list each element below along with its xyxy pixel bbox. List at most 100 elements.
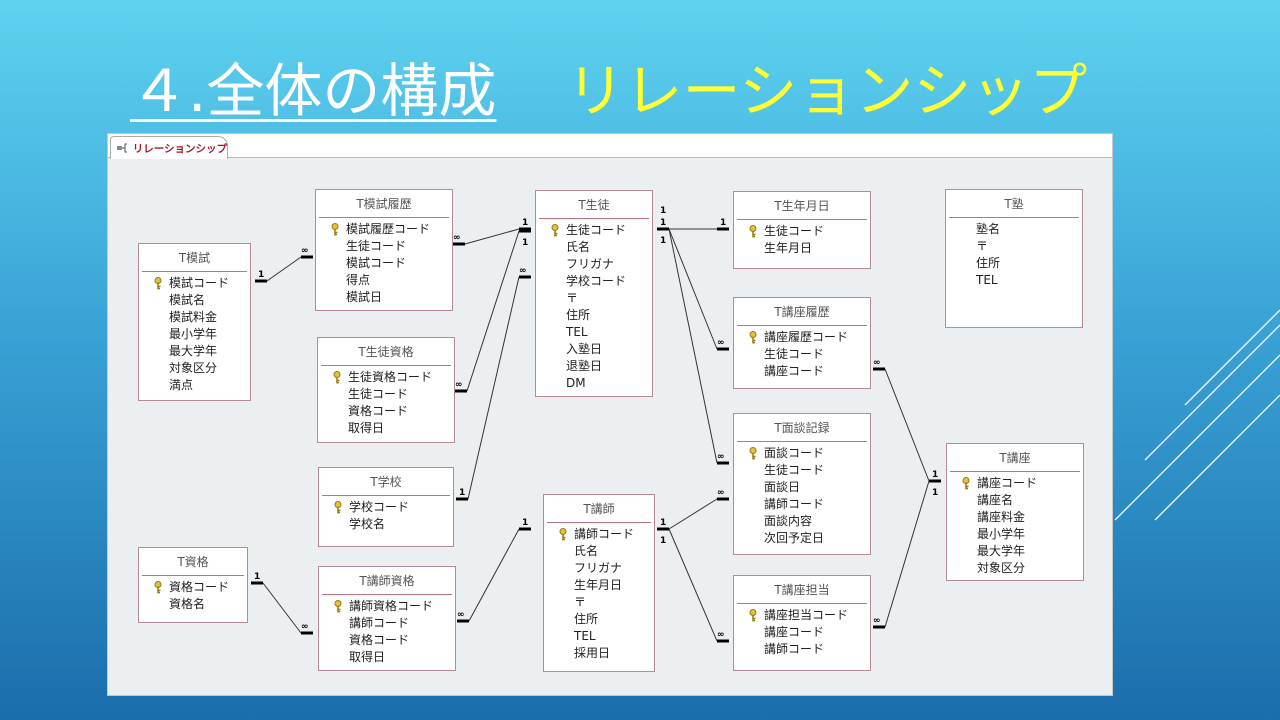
field-row[interactable]: 学校コード — [536, 273, 652, 290]
table-title[interactable]: T模試履歴 — [319, 190, 449, 218]
field-row[interactable]: 講座料金 — [947, 509, 1083, 526]
field-row[interactable]: 生徒資格コード — [318, 369, 454, 386]
field-row[interactable]: 生年月日 — [734, 240, 870, 257]
table-T学校[interactable]: T学校学校コード学校名 — [318, 467, 454, 547]
field-row[interactable]: 講座コード — [734, 624, 870, 641]
field-row[interactable]: 学校名 — [319, 516, 453, 533]
field-row[interactable]: 資格コード — [318, 403, 454, 420]
field-row[interactable]: 模試料金 — [139, 309, 250, 326]
relation-T生徒-T模試履歴[interactable]: 1∞ — [453, 218, 531, 246]
field-row[interactable]: 講座コード — [734, 363, 870, 380]
relation-T学校-T生徒[interactable]: 1∞ — [456, 266, 531, 501]
table-T模試履歴[interactable]: T模試履歴模試履歴コード生徒コード模試コード得点模試日 — [315, 189, 453, 311]
field-row[interactable]: 〒 — [536, 290, 652, 307]
field-row[interactable]: 対象区分 — [139, 360, 250, 377]
field-row[interactable]: 面談コード — [734, 445, 870, 462]
field-row[interactable]: 対象区分 — [947, 560, 1083, 577]
table-T模試[interactable]: T模試模試コード模試名模試料金最小学年最大学年対象区分満点 — [138, 243, 251, 401]
table-title[interactable]: T学校 — [322, 468, 450, 496]
field-row[interactable]: 模試コード — [139, 275, 250, 292]
field-row[interactable]: 講師コード — [319, 615, 455, 632]
table-T生年月日[interactable]: T生年月日生徒コード生年月日 — [733, 191, 871, 269]
table-title[interactable]: T講座履歴 — [737, 298, 867, 326]
relation-T資格-T講師資格[interactable]: 1∞ — [251, 572, 313, 635]
field-row[interactable]: 講座履歴コード — [734, 329, 870, 346]
field-row[interactable]: 資格名 — [139, 596, 247, 613]
relation-T生徒-T生徒資格[interactable]: 1∞ — [455, 229, 531, 393]
table-title[interactable]: T生徒 — [539, 191, 649, 219]
relation-T講師-T講師資格[interactable]: 1∞ — [457, 518, 531, 623]
field-row[interactable]: 講師コード — [544, 526, 654, 543]
tab-relationships[interactable]: リレーションシップ — [110, 136, 228, 159]
table-T講座[interactable]: T講座講座コード講座名講座料金最小学年最大学年対象区分 — [946, 443, 1084, 581]
relation-T講座-T講座担当[interactable]: 1∞ — [873, 479, 941, 629]
table-title[interactable]: T講座 — [950, 444, 1080, 472]
field-row[interactable]: 学校コード — [319, 499, 453, 516]
field-row[interactable]: 取得日 — [318, 420, 454, 437]
field-row[interactable]: 模試コード — [316, 255, 452, 272]
table-title[interactable]: T面談記録 — [737, 414, 867, 442]
field-row[interactable]: 最小学年 — [947, 526, 1083, 543]
table-title[interactable]: T資格 — [142, 548, 244, 576]
field-row[interactable]: 模試名 — [139, 292, 250, 309]
field-row[interactable]: 〒 — [544, 594, 654, 611]
field-row[interactable]: 生徒コード — [734, 462, 870, 479]
field-row[interactable]: 生徒コード — [536, 222, 652, 239]
table-title[interactable]: T生徒資格 — [321, 338, 451, 366]
field-row[interactable]: 最大学年 — [947, 543, 1083, 560]
field-row[interactable]: TEL — [544, 628, 654, 645]
field-row[interactable]: 面談内容 — [734, 513, 870, 530]
field-row[interactable]: 生徒コード — [734, 223, 870, 240]
table-title[interactable]: T模試 — [142, 244, 247, 272]
relation-T生徒-T面談記録[interactable]: 1∞ — [657, 206, 729, 465]
table-T講師資格[interactable]: T講師資格講師資格コード講師コード資格コード取得日 — [318, 566, 456, 671]
field-row[interactable]: 満点 — [139, 377, 250, 394]
table-T講座担当[interactable]: T講座担当講座担当コード講座コード講師コード — [733, 575, 871, 671]
table-title[interactable]: T講師資格 — [322, 567, 452, 595]
table-title[interactable]: T塾 — [949, 190, 1079, 218]
field-row[interactable]: 講座担当コード — [734, 607, 870, 624]
table-T面談記録[interactable]: T面談記録面談コード生徒コード面談日講師コード面談内容次回予定日 — [733, 413, 871, 555]
field-row[interactable]: 生徒コード — [316, 238, 452, 255]
field-row[interactable]: 得点 — [316, 272, 452, 289]
table-T講座履歴[interactable]: T講座履歴講座履歴コード生徒コード講座コード — [733, 297, 871, 389]
field-row[interactable]: 生徒コード — [318, 386, 454, 403]
table-title[interactable]: T講座担当 — [737, 576, 867, 604]
field-row[interactable]: 最大学年 — [139, 343, 250, 360]
table-T資格[interactable]: T資格資格コード資格名 — [138, 547, 248, 623]
field-row[interactable]: DM — [536, 375, 652, 392]
field-row[interactable]: 採用日 — [544, 645, 654, 662]
field-row[interactable]: 〒 — [946, 238, 1082, 255]
field-row[interactable]: 講座名 — [947, 492, 1083, 509]
field-row[interactable]: 生徒コード — [734, 346, 870, 363]
table-title[interactable]: T講師 — [547, 495, 651, 523]
field-row[interactable]: 住所 — [946, 255, 1082, 272]
field-row[interactable]: 資格コード — [319, 632, 455, 649]
relation-T生徒-T講座履歴[interactable]: 1∞ — [657, 227, 729, 351]
field-row[interactable]: 資格コード — [139, 579, 247, 596]
relation-T模試-T模試履歴[interactable]: 1∞ — [255, 246, 313, 283]
table-T生徒資格[interactable]: T生徒資格生徒資格コード生徒コード資格コード取得日 — [317, 337, 455, 443]
field-row[interactable]: 取得日 — [319, 649, 455, 666]
field-row[interactable]: フリガナ — [544, 560, 654, 577]
field-row[interactable]: 氏名 — [544, 543, 654, 560]
field-row[interactable]: 次回予定日 — [734, 530, 870, 547]
field-row[interactable]: TEL — [946, 272, 1082, 289]
field-row[interactable]: 講師コード — [734, 641, 870, 658]
field-row[interactable]: フリガナ — [536, 256, 652, 273]
field-row[interactable]: 退塾日 — [536, 358, 652, 375]
field-row[interactable]: 塾名 — [946, 221, 1082, 238]
field-row[interactable]: 模試日 — [316, 289, 452, 306]
field-row[interactable]: 住所 — [536, 307, 652, 324]
relation-T講師-T講座担当[interactable]: 1∞ — [657, 527, 729, 643]
relation-T講師-T面談記録[interactable]: 1∞ — [657, 488, 729, 531]
field-row[interactable]: 最小学年 — [139, 326, 250, 343]
table-title[interactable]: T生年月日 — [737, 192, 867, 220]
field-row[interactable]: 住所 — [544, 611, 654, 628]
field-row[interactable]: 生年月日 — [544, 577, 654, 594]
relation-T講座-T講座履歴[interactable]: 1∞ — [873, 358, 941, 483]
